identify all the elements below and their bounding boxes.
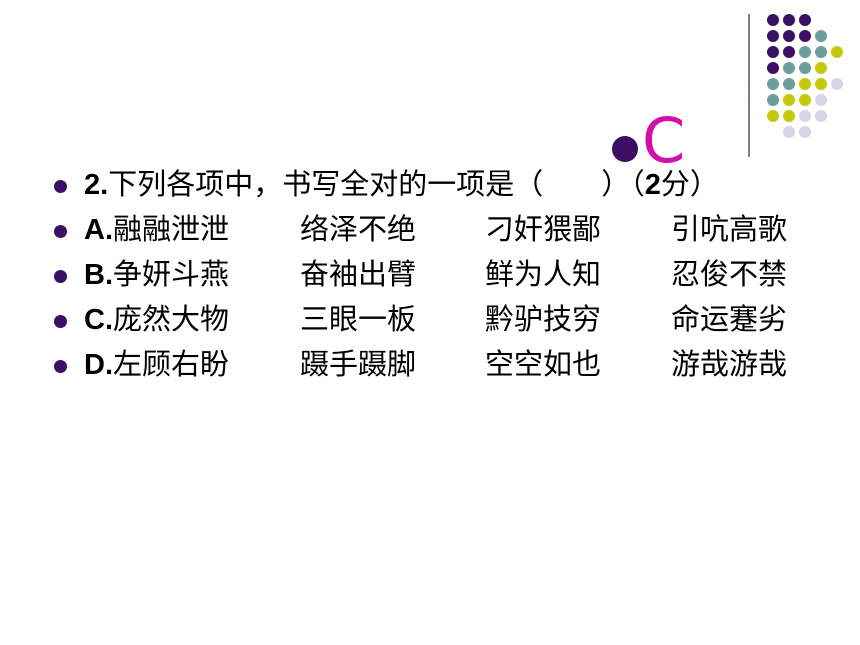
decorative-dot-grid [0,0,860,160]
option-item: 命运蹇劣 [671,302,788,336]
option-label: B. [84,259,113,291]
decorative-dot [799,62,811,74]
option-row-d: D.左顾右盼 蹑手蹑脚 空空如也 游哉游哉 [52,340,842,385]
decorative-dot [783,78,795,90]
bullet-icon [54,315,67,328]
bullet-icon [54,360,67,373]
option-label: C. [84,304,113,336]
option-item: 三眼一板 [300,302,417,336]
option-label: D. [84,349,113,381]
answer-letter: C [642,104,686,177]
decorative-dot [767,62,779,74]
decorative-dot [767,30,779,42]
question-number: 2. [84,169,109,201]
option-label: A. [84,214,113,246]
option-item: 空空如也 [485,347,602,381]
decorative-dot [783,126,795,138]
option-item: 忍俊不禁 [671,257,788,291]
decorative-dot [783,110,795,122]
decorative-dot [815,94,827,106]
question-block: 2.下列各项中，书写全对的一项是（ ）（2分） A.融融泄泄 络泽不绝 刁奸猥鄙… [52,160,842,385]
option-row-c: C.庞然大物 三眼一板 黔驴技穷 命运蹇劣 [52,295,842,340]
bullet-icon [54,180,67,193]
decorative-dot [783,46,795,58]
decorative-dot [831,46,843,58]
decorative-dot [831,78,843,90]
option-item: 蹑手蹑脚 [300,347,417,381]
answer-bullet-icon [612,136,638,162]
question-score: 2 [644,169,661,201]
option-row-a: A.融融泄泄 络泽不绝 刁奸猥鄙 引吭高歌 [52,205,842,250]
question-stem: 2.下列各项中，书写全对的一项是（ ）（2分） [52,160,842,205]
decorative-dot [783,94,795,106]
option-item: 左顾右盼 [113,347,230,381]
bullet-icon [54,225,67,238]
option-item: 争妍斗燕 [113,257,230,291]
decorative-dot [799,94,811,106]
decorative-dot [815,78,827,90]
option-item: 黔驴技穷 [485,302,602,336]
decorative-dot [799,78,811,90]
question-prompt: 下列各项中，书写全对的一项是（ ）（ [108,167,645,201]
decorative-dot [767,110,779,122]
decorative-dot [767,78,779,90]
decorative-dot [815,30,827,42]
option-item: 融融泄泄 [113,212,230,246]
decorative-dot [799,110,811,122]
option-item: 游哉游哉 [671,347,788,381]
decorative-dot [799,46,811,58]
option-item: 鲜为人知 [485,257,602,291]
option-item: 奋袖出臂 [300,257,417,291]
decorative-dot [799,30,811,42]
decorative-dot [815,46,827,58]
decorative-dot [799,126,811,138]
option-row-b: B.争妍斗燕 奋袖出臂 鲜为人知 忍俊不禁 [52,250,842,295]
bullet-icon [54,270,67,283]
divider-line [748,14,750,157]
option-item: 络泽不绝 [300,212,417,246]
decorative-dot [815,110,827,122]
option-item: 庞然大物 [113,302,230,336]
option-item: 刁奸猥鄙 [485,212,602,246]
decorative-dot [767,14,779,26]
decorative-dot [783,30,795,42]
decorative-dot [767,46,779,58]
option-item: 引吭高歌 [671,212,788,246]
decorative-dot [815,62,827,74]
question-stem-text: 2.下列各项中，书写全对的一项是（ ）（2分） [84,164,719,205]
question-prompt-end: 分） [660,167,719,201]
decorative-dot [767,94,779,106]
decorative-dot [783,62,795,74]
decorative-dot [799,14,811,26]
decorative-dot [783,14,795,26]
